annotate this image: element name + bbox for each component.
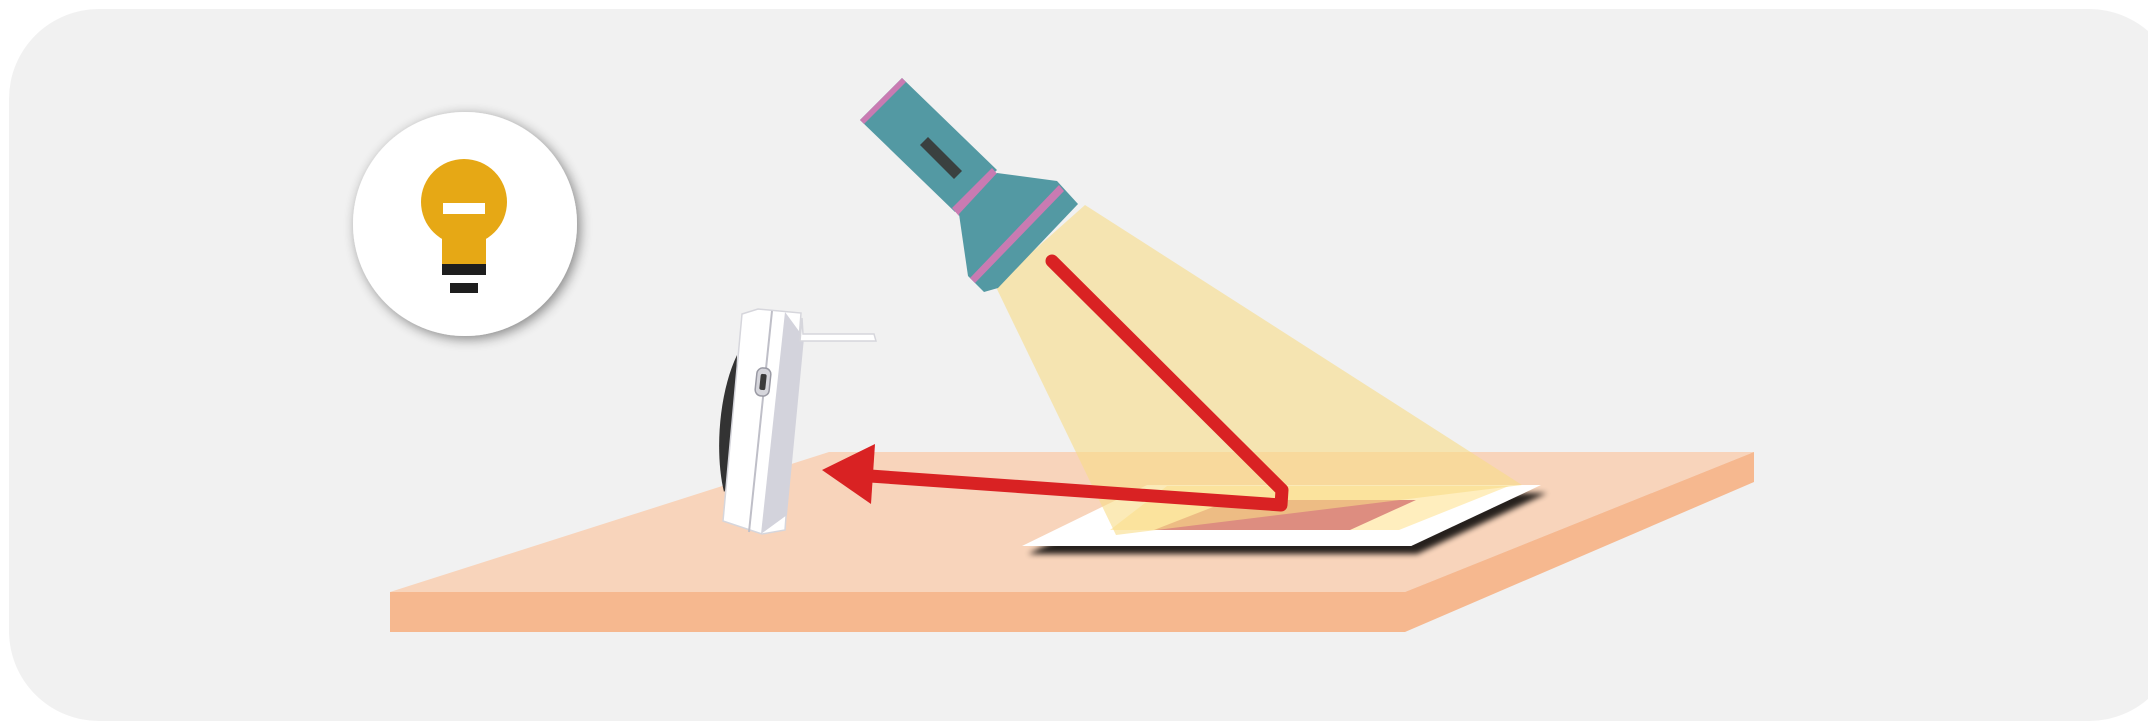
- lightbulb-badge: [353, 112, 577, 336]
- table-front-edge: [390, 592, 1405, 632]
